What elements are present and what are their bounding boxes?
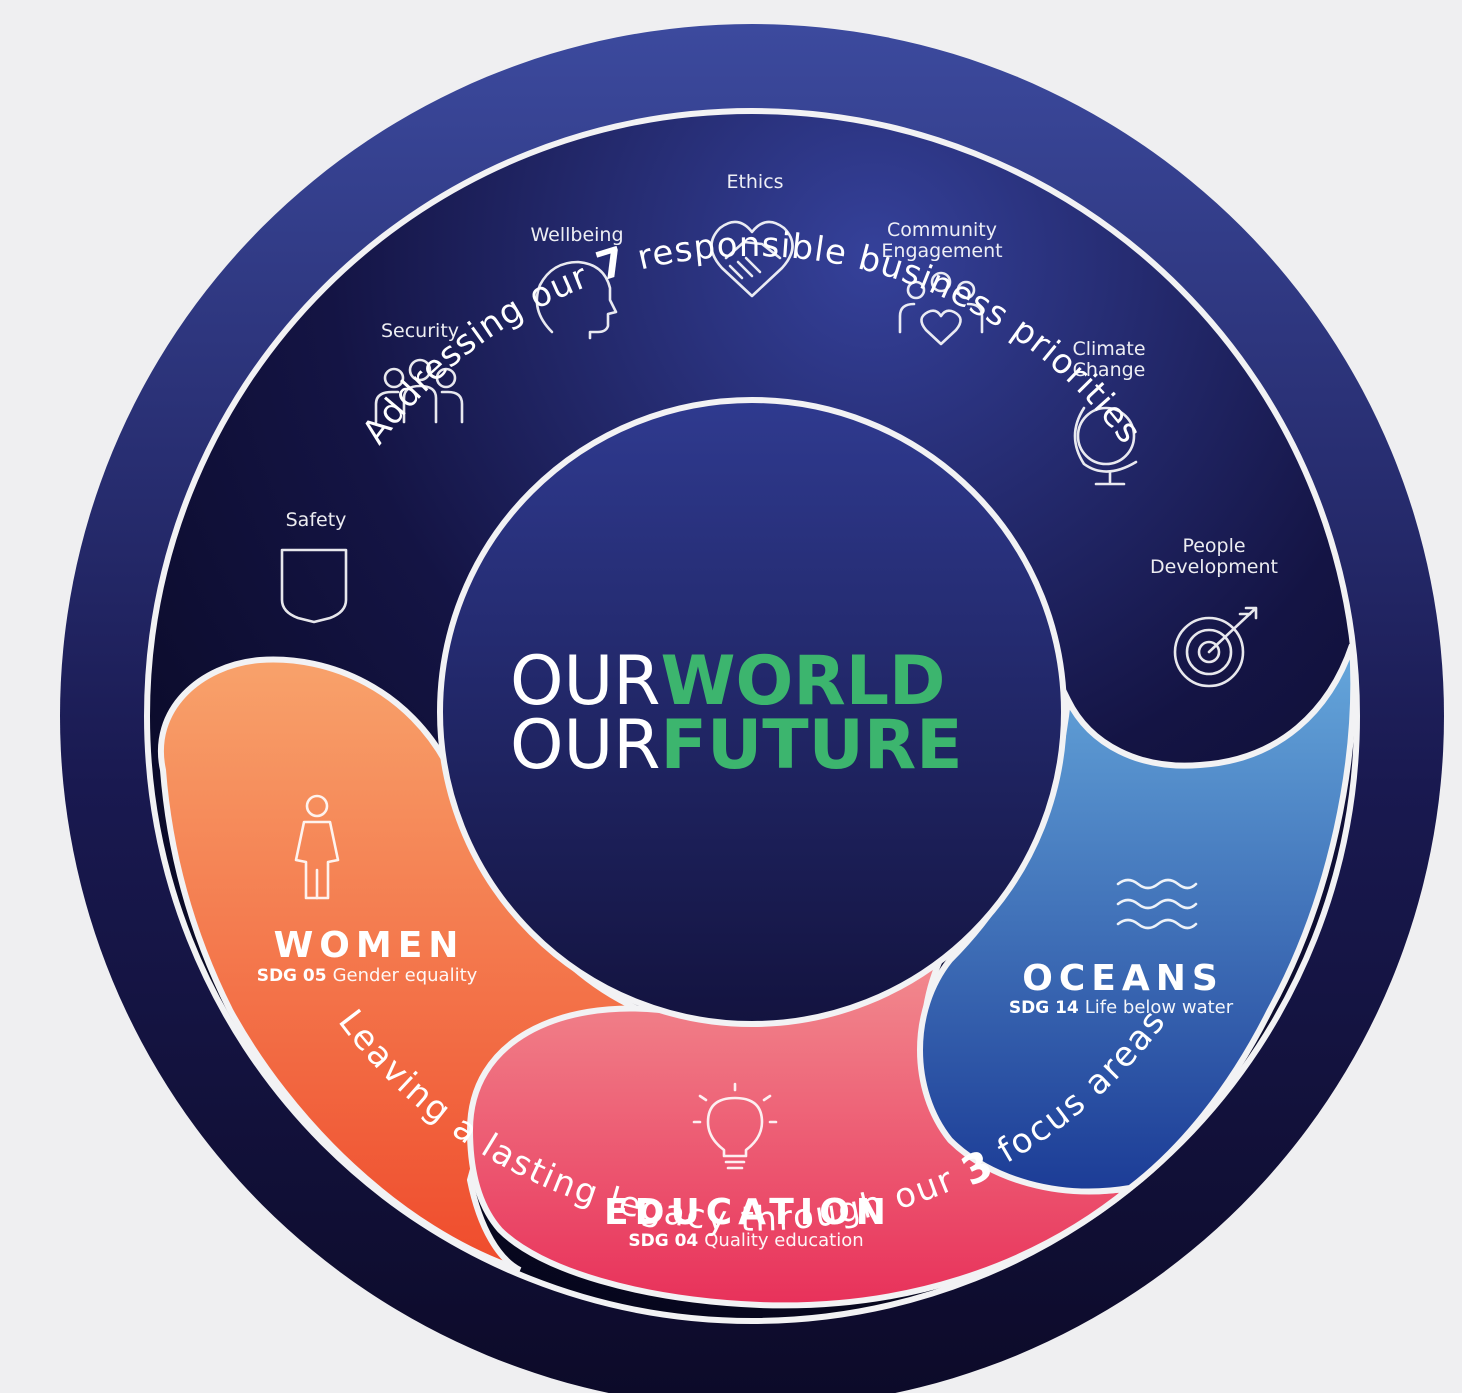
community-heart-icon	[898, 271, 984, 346]
priority-ethics[interactable]: Ethics	[710, 171, 794, 298]
priority-label: Security	[381, 320, 459, 342]
center-disc	[437, 397, 1067, 1027]
title-our-1: OUR	[510, 642, 661, 721]
priority-label: Wellbeing	[530, 224, 623, 246]
waves-icon	[1116, 878, 1198, 930]
education-title: EDUCATION	[604, 1192, 892, 1233]
priority-label: Safety	[286, 509, 347, 531]
priority-climate-change[interactable]: Climate Change	[1072, 338, 1146, 486]
shield-icon	[280, 548, 348, 624]
title-world: WORLD	[661, 642, 946, 721]
priority-label-line2: Change	[1073, 359, 1146, 381]
lightbulb-icon	[692, 1082, 778, 1170]
priority-community-engagement[interactable]: Community Engagement	[881, 219, 1003, 346]
priority-people-development[interactable]: People Development	[1150, 535, 1278, 688]
priority-label: Ethics	[726, 171, 783, 193]
svg-text:OURFUTURE: OURFUTURE	[510, 706, 963, 785]
oceans-title: OCEANS	[1022, 958, 1224, 999]
priority-label-line1: Climate	[1072, 338, 1145, 360]
priority-safety[interactable]: Safety	[280, 509, 348, 624]
priority-wellbeing[interactable]: Wellbeing	[530, 224, 624, 340]
title-our-2: OUR	[510, 706, 661, 785]
globe-icon	[1073, 406, 1138, 486]
center-title: OURWORLD OURFUTURE	[510, 642, 963, 785]
priority-security[interactable]: Security	[374, 320, 464, 424]
priority-label-line1: People	[1182, 535, 1245, 557]
heart-handshake-icon	[710, 220, 794, 298]
priority-label-line2: Development	[1150, 556, 1278, 578]
oceans-area[interactable]	[917, 644, 1357, 1195]
group-icon	[374, 358, 464, 424]
priority-label-line2: Engagement	[881, 240, 1002, 262]
svg-text:OURWORLD: OURWORLD	[510, 642, 946, 721]
women-title: WOMEN	[274, 925, 465, 966]
priority-label-line1: Community	[887, 219, 997, 241]
head-profile-icon	[535, 260, 618, 340]
target-arrow-icon	[1173, 606, 1258, 688]
woman-icon	[294, 794, 340, 900]
title-future: FUTURE	[661, 706, 963, 785]
